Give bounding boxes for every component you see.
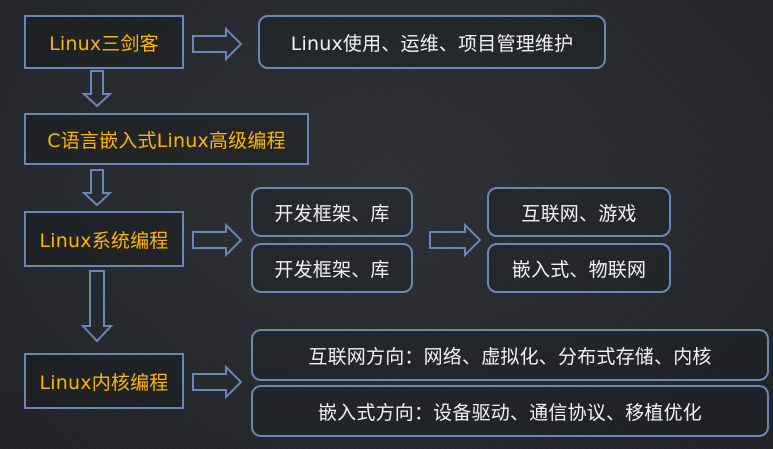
arrow-framework-to-apps [429,222,482,258]
node-internet-game: 互联网、游戏 [487,187,671,237]
arrow-system-to-framework [192,222,243,258]
arrow-sanjianke-to-c [81,70,113,108]
node-framework-library-1: 开发框架、库 [251,187,413,237]
node-linux-system-programming: Linux系统编程 [24,211,184,267]
node-linux-kernel-programming: Linux内核编程 [24,353,184,409]
arrow-sanjianke-to-use [192,26,243,62]
arrow-system-to-kernel [80,270,114,343]
arrow-c-to-system [81,169,113,207]
node-embedded-iot: 嵌入式、物联网 [487,243,671,293]
node-c-embedded-linux: C语言嵌入式Linux高级编程 [24,113,309,165]
node-linux-usage-ops: Linux使用、运维、项目管理维护 [258,15,606,69]
node-framework-library-2: 开发框架、库 [251,243,413,293]
node-kernel-embedded-direction: 嵌入式方向：设备驱动、通信协议、移植优化 [251,385,769,437]
arrow-kernel-to-directions [192,364,243,400]
node-linux-sanjianke: Linux三剑客 [24,15,184,69]
node-kernel-internet-direction: 互联网方向：网络、虚拟化、分布式存储、内核 [251,329,769,381]
